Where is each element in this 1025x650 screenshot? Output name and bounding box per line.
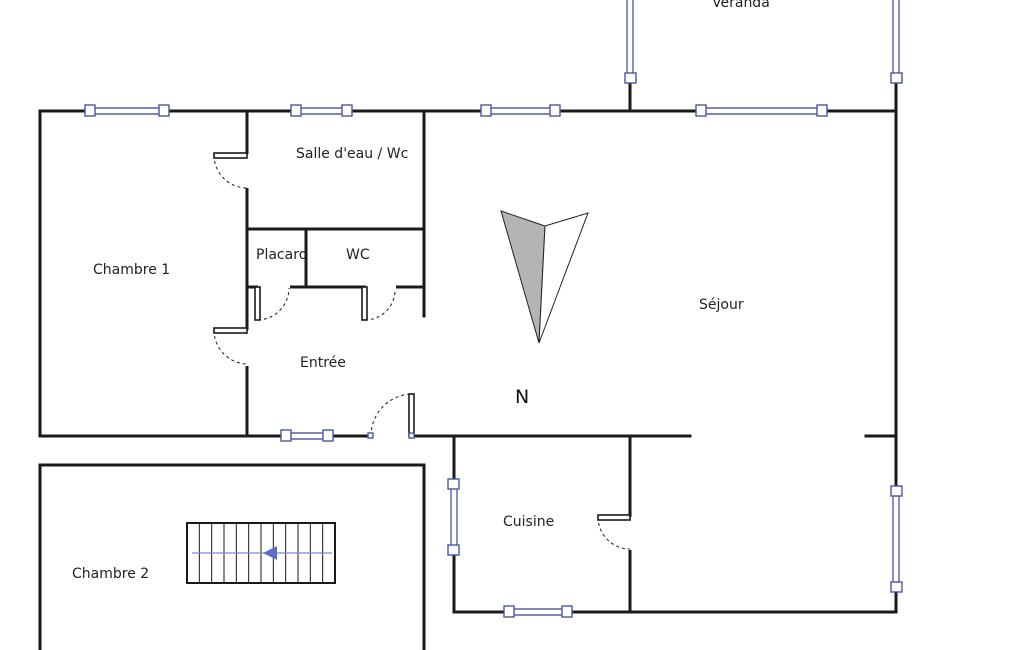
window-entree [280, 429, 334, 442]
window-chambre1 [84, 104, 170, 117]
doors [213, 152, 631, 550]
room-label-veranda: Véranda [712, 0, 770, 11]
wall-openings [244, 154, 633, 550]
room-label-chambre2: Chambre 2 [72, 566, 149, 582]
room-label-chambre1: Chambre 1 [93, 262, 170, 278]
door-chambre1-entree [213, 327, 248, 365]
door-cuisine [597, 514, 631, 550]
compass-label: N [515, 386, 529, 408]
door-wc [361, 286, 396, 321]
window-cuisine-bottom [503, 605, 573, 618]
window-veranda-left [624, 0, 637, 84]
window-sejour-left [480, 104, 561, 117]
staircase-icon [186, 522, 336, 584]
window-cuisine-left [447, 478, 460, 556]
room-label-cuisine: Cuisine [503, 514, 554, 530]
north-arrow-icon [500, 210, 589, 344]
windows [84, 0, 903, 618]
window-sejour-right [695, 104, 828, 117]
window-veranda-right [890, 0, 903, 84]
room-label-sejour: Séjour [699, 297, 744, 313]
room-label-placard: Placard [256, 247, 308, 263]
door-placard [254, 286, 290, 321]
window-sejour-east [890, 485, 903, 593]
window-salle-eau [290, 104, 353, 117]
door-chambre1-top [213, 152, 248, 189]
room-label-salle-eau: Salle d'eau / Wc [296, 146, 408, 162]
room-label-entree: Entrée [300, 355, 346, 371]
door-entree [367, 393, 415, 439]
room-label-wc: WC [346, 247, 370, 263]
walls [38, 0, 898, 650]
